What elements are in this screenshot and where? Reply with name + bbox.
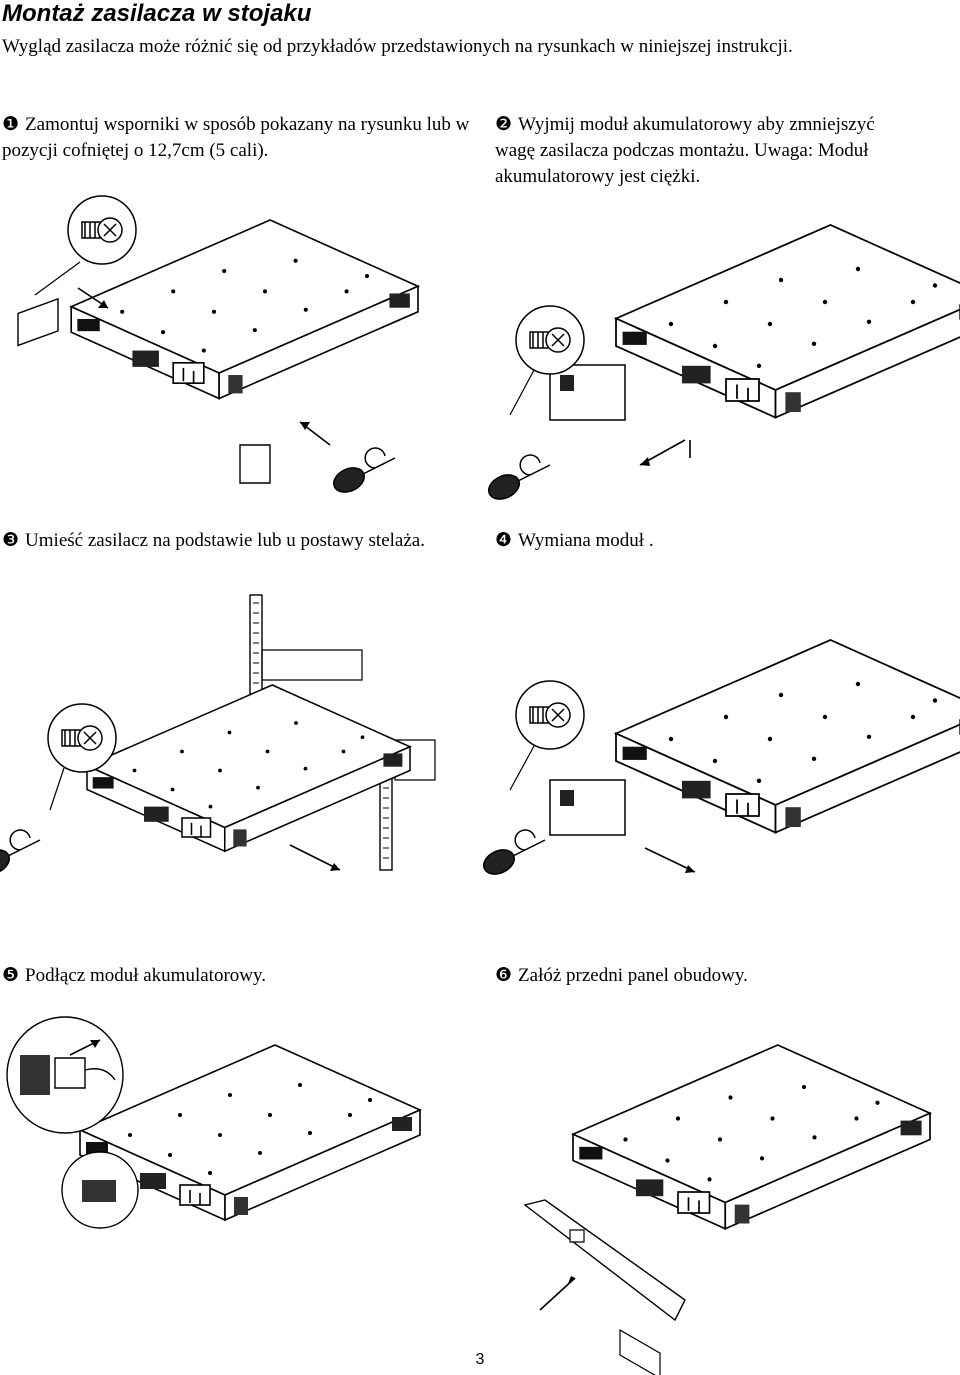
step-number-4: ❹ [495,529,513,551]
step-5-text: Podłącz moduł akumulatorowy. [25,965,267,986]
step-2-text: Wyjmij moduł akumulatorowy aby zmniejszy… [495,114,875,187]
step-3-text: Umieść zasilacz na podstawie lub u posta… [25,530,425,551]
intro-text: Wygląd zasilacza może różnić się od przy… [2,36,793,57]
step-6-text: Załóż przedni panel obudowy. [518,965,748,986]
figure-mount-brackets [0,195,419,498]
step-number-1: ❶ [2,113,20,135]
step-number-3: ❸ [2,529,20,551]
step-4-text: Wymiana moduł . [518,530,654,551]
step-number-2: ❷ [495,113,513,135]
figure-place-in-rack [0,594,470,880]
figure-connect-battery [0,1020,421,1340]
step-1-text: Zamontuj wsporniki w sposób pokazany na … [2,114,470,161]
step-number-5: ❺ [2,964,20,986]
step-number-6: ❻ [495,964,513,986]
figure-replace-module [479,639,960,880]
figure-front-panel [490,1044,931,1375]
figure-remove-battery [484,224,960,505]
page-title: Montaż zasilacza w stojaku [2,0,312,27]
page-number: 3 [475,1351,485,1368]
